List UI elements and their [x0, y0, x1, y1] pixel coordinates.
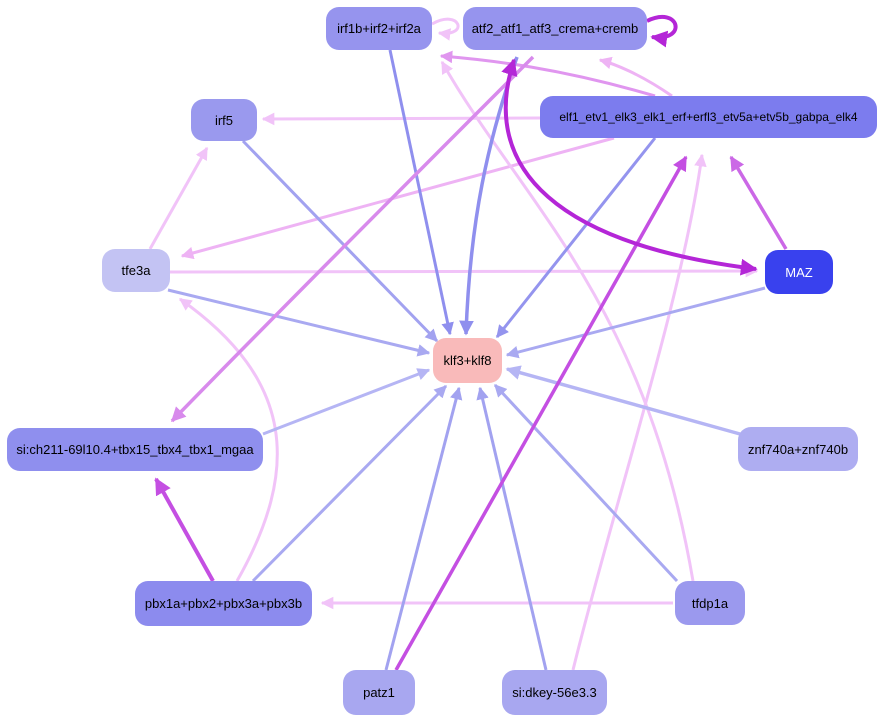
edge-atf2-sich211	[170, 55, 535, 423]
edge-pbx-sich211	[154, 477, 215, 582]
node-label-pbx: pbx1a+pbx2+pbx3a+pbx3b	[144, 596, 303, 611]
node-label-sich211: si:ch211-69l10.4+tbx15_tbx4_tbx1_mgaa	[16, 442, 254, 457]
node-tfdp1a[interactable]: tfdp1a	[675, 581, 745, 625]
node-patz1[interactable]: patz1	[343, 670, 415, 715]
edge-irf5-klf3	[241, 139, 439, 343]
node-label-irf5: irf5	[214, 112, 234, 128]
edge-atf2-maz	[501, 58, 758, 276]
node-label-znf740: znf740a+znf740b	[747, 441, 849, 457]
node-znf740[interactable]: znf740a+znf740b	[738, 427, 858, 471]
node-sidkey[interactable]: si:dkey-56e3.3	[502, 670, 607, 715]
edge-maz-elf1	[729, 155, 788, 250]
node-label-tfe3a: tfe3a	[121, 263, 151, 278]
edge-pbx-klf3	[251, 384, 448, 583]
edge-tfe3a-maz	[169, 264, 759, 278]
edge-znf740-klf3	[505, 365, 741, 436]
node-pbx[interactable]: pbx1a+pbx2+pbx3a+pbx3b	[135, 581, 312, 626]
edge-maz-klf3	[505, 286, 766, 359]
edge-tfdp1a-klf3	[493, 383, 679, 583]
node-tfe3a[interactable]: tfe3a	[102, 249, 170, 292]
node-label-tfdp1a: tfdp1a	[691, 595, 729, 611]
node-label-atf2: atf2_atf1_atf3_crema+cremb	[471, 21, 639, 36]
node-label-maz: MAZ	[785, 264, 813, 280]
edge-irf1b-irf1b	[431, 17, 460, 41]
edge-sich211-klf3	[262, 368, 431, 436]
node-label-irf1b: irf1b+irf2+irf2a	[337, 21, 421, 36]
node-elf1[interactable]: elf1_etv1_elk3_elk1_erf+erfl3_etv5a+etv5…	[540, 96, 877, 138]
node-label-elf1: elf1_etv1_elk3_elk1_erf+erfl3_etv5a+etv5…	[559, 110, 858, 124]
node-label-klf3: klf3+klf8	[443, 353, 492, 368]
edge-irf1b-klf3	[388, 49, 454, 336]
node-label-sidkey: si:dkey-56e3.3	[512, 685, 597, 700]
edge-atf2-atf2	[646, 14, 678, 48]
node-irf1b[interactable]: irf1b+irf2+irf2a	[326, 7, 432, 50]
edge-patz1-klf3	[384, 386, 463, 671]
node-maz[interactable]: MAZ	[765, 250, 833, 294]
edge-elf1-irf5	[261, 112, 541, 126]
node-klf3[interactable]: klf3+klf8	[433, 338, 502, 383]
node-atf2[interactable]: atf2_atf1_atf3_crema+cremb	[463, 7, 647, 50]
edge-sidkey-klf3	[476, 386, 548, 671]
node-irf5[interactable]: irf5	[191, 99, 257, 141]
node-sich211[interactable]: si:ch211-69l10.4+tbx15_tbx4_tbx1_mgaa	[7, 428, 263, 471]
edge-tfe3a-irf5	[148, 146, 209, 250]
edge-tfe3a-klf3	[167, 288, 431, 357]
edge-elf1-irf1b	[439, 50, 656, 98]
node-label-patz1: patz1	[363, 685, 395, 700]
